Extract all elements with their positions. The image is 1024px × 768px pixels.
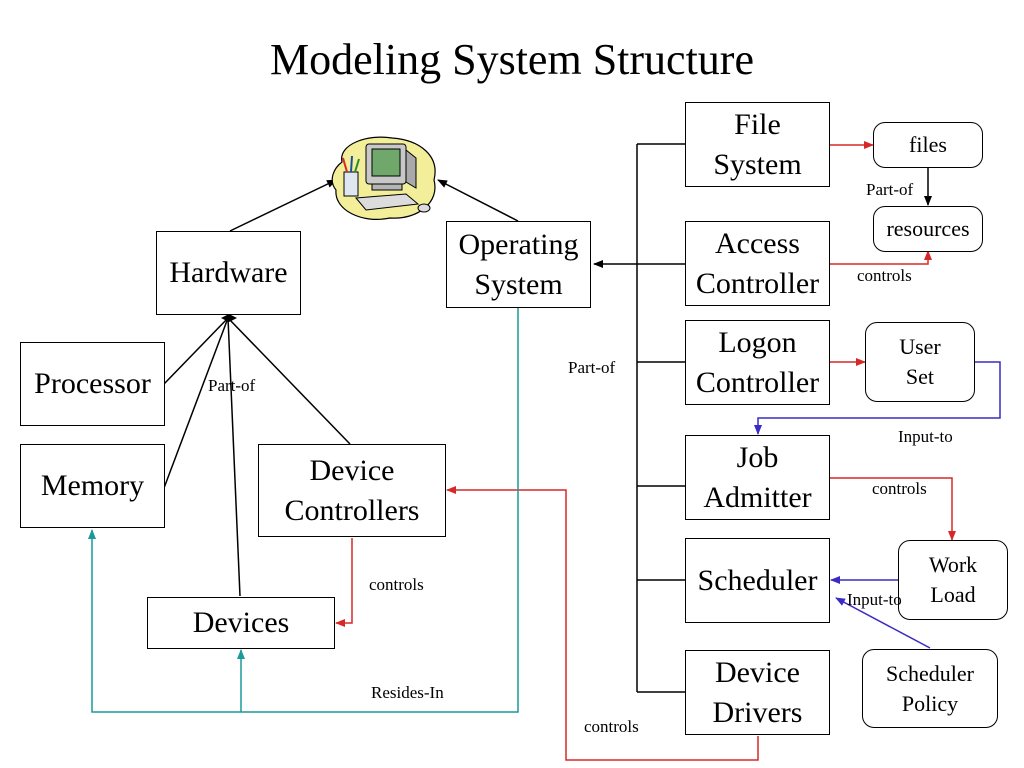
os-to-computer-arrow — [437, 179, 519, 222]
hardware-part-of-lines — [163, 317, 351, 597]
os-part-of-tree — [636, 143, 685, 693]
files-part-of-label: Part-of — [866, 180, 914, 199]
drivers-controls-label: controls — [584, 717, 639, 736]
policy-input-to-scheduler-arrow — [835, 597, 931, 649]
computer-icon — [331, 136, 436, 220]
processor-node: Processor — [20, 342, 165, 426]
scheduler-node: Scheduler — [685, 538, 830, 623]
resources-node: resources — [873, 206, 983, 252]
resides-in-label: Resides-In — [371, 683, 444, 702]
devices-node: Devices — [147, 597, 335, 649]
work-load-node: Work Load — [898, 540, 1008, 620]
hardware-to-computer-arrow — [229, 179, 337, 232]
memory-node: Memory — [20, 444, 165, 528]
hardware-part-of-label: Part-of — [208, 376, 256, 395]
resides-in-line — [88, 308, 519, 713]
devctl-controls-devices-arrow — [335, 538, 353, 627]
userset-input-to-job-arrow — [754, 361, 1001, 435]
access-controls-label: controls — [857, 266, 912, 285]
user-input-to-label: Input-to — [898, 427, 953, 446]
user-set-node: User Set — [865, 322, 975, 402]
hardware-node: Hardware — [156, 231, 301, 315]
scheduler-input-to-label: Input-to — [847, 590, 902, 609]
job-admitter-node: Job Admitter — [685, 435, 830, 520]
page-title: Modeling System Structure — [270, 35, 754, 84]
scheduler-policy-node: Scheduler Policy — [862, 649, 998, 728]
devctl-controls-label: controls — [369, 575, 424, 594]
device-controllers-node: Device Controllers — [258, 444, 446, 537]
operating-system-node: Operating System — [446, 221, 591, 308]
job-controls-workload-arrow — [830, 477, 956, 541]
device-drivers-node: Device Drivers — [685, 650, 830, 735]
hardware-diamond-marker — [221, 314, 237, 322]
logon-controller-node: Logon Controller — [685, 320, 830, 405]
access-controls-resources-arrow — [830, 250, 932, 265]
drivers-controls-devctl-arrow — [446, 486, 759, 761]
file-system-node: File System — [685, 102, 830, 187]
access-controller-node: Access Controller — [685, 221, 830, 306]
job-controls-label: controls — [872, 479, 927, 498]
files-node: files — [873, 122, 983, 168]
os-part-of-label: Part-of — [568, 358, 616, 377]
